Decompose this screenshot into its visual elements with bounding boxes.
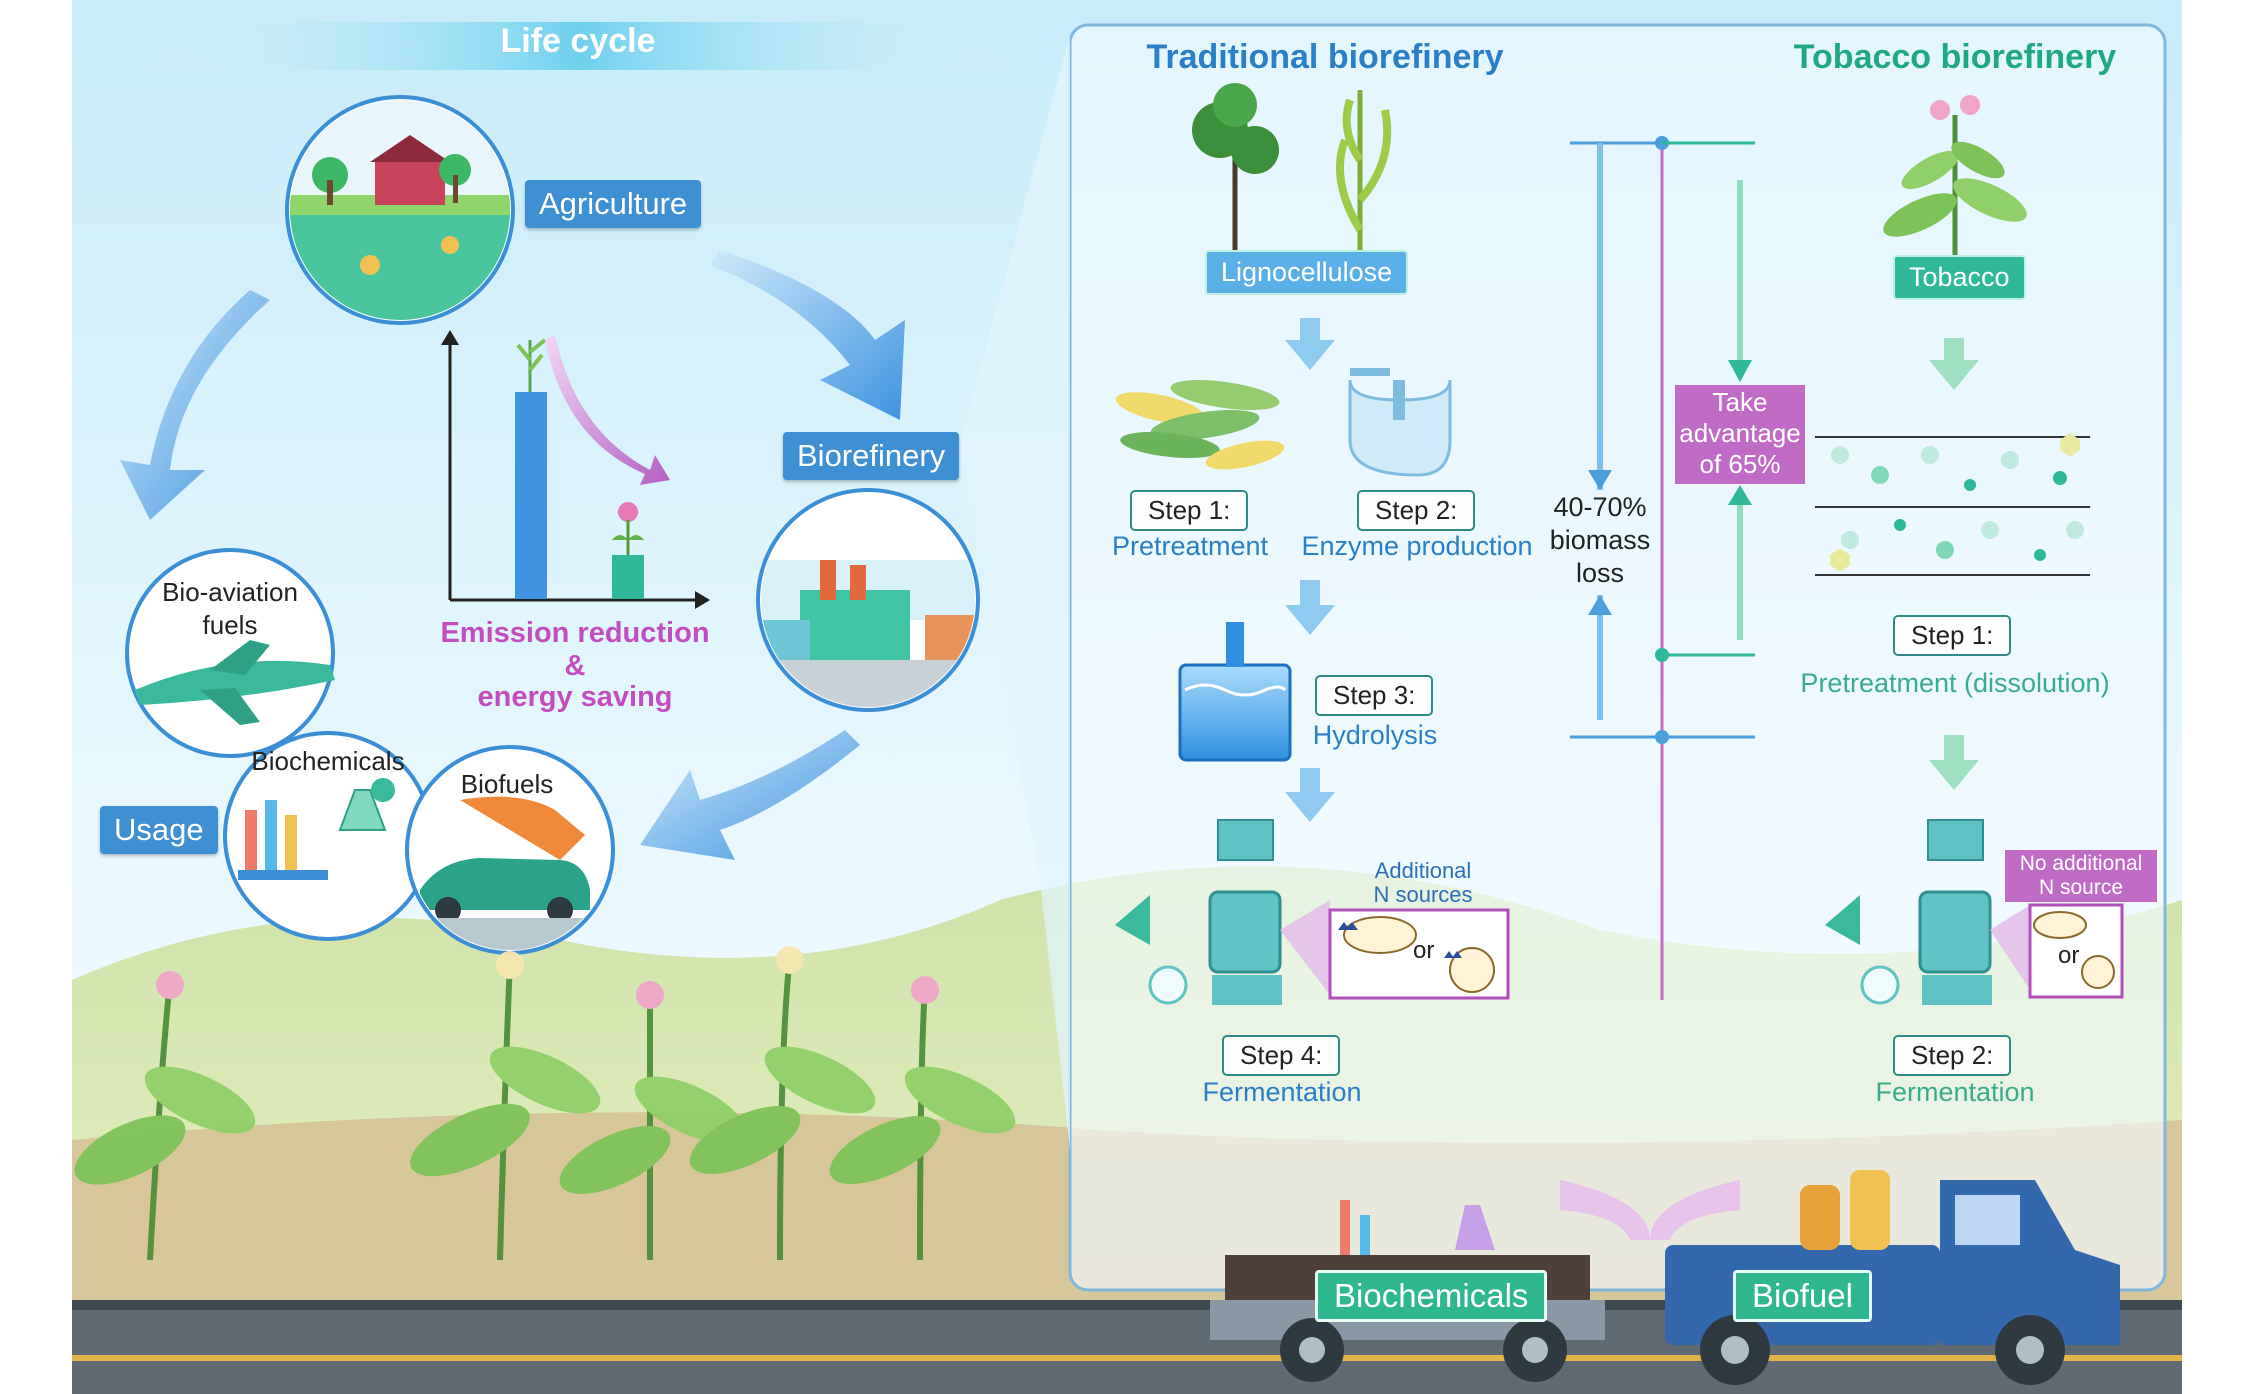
dissolution-particles-icon	[1815, 433, 2090, 576]
loss-text-line2: biomass	[1549, 525, 1651, 555]
lignocellulose-plants-icon	[1192, 83, 1392, 250]
biochemicals-truck-tag: Biochemicals	[1315, 1270, 1548, 1322]
hydrolysis-tank-icon	[1178, 622, 1292, 762]
tob-or-text: or	[2058, 942, 2080, 969]
trad-step3-name: Hydrolysis	[1312, 720, 1438, 750]
emission-text-line2: &	[564, 650, 586, 682]
comparison-brackets	[1570, 136, 1755, 1000]
biorefinery-factory-icon	[756, 488, 980, 712]
trad-step1-badge: Step 1:	[1130, 490, 1249, 531]
emission-text-line1: Emission reduction	[440, 617, 710, 649]
biorefinery-tag: Biorefinery	[783, 432, 960, 480]
advantage-box: Take advantage of 65%	[1675, 385, 1805, 484]
fermenter-traditional-icon	[1115, 819, 1510, 1005]
tob-step1-name: Pretreatment (dissolution)	[1800, 668, 2110, 698]
emission-text-line3: energy saving	[477, 681, 673, 713]
additional-n-line1: Additional	[1374, 858, 1472, 883]
biofuels-label: Biofuels	[460, 769, 554, 799]
tobacco-field-plants	[74, 946, 1016, 1261]
trad-step2-name: Enzyme production	[1301, 531, 1533, 561]
tobacco-title: Tobacco biorefinery	[1793, 38, 2117, 76]
bio-aviation-label-line2: fuels	[202, 610, 258, 640]
advantage-line2: advantage	[1679, 418, 1801, 449]
trad-step2-badge: Step 2:	[1357, 490, 1476, 531]
no-n-line2: N source	[2038, 876, 2124, 900]
traditional-title: Traditional biorefinery	[1146, 38, 1504, 76]
advantage-line3: of 65%	[1699, 449, 1781, 480]
biochemicals-label: Biochemicals	[251, 746, 405, 776]
lignocellulose-tag: Lignocellulose	[1205, 250, 1409, 295]
bio-aviation-icon	[125, 548, 335, 758]
tobacco-plant-icon	[1883, 95, 2027, 255]
additional-n-line2: N sources	[1373, 882, 1473, 907]
bio-aviation-label-line1: Bio-aviation	[162, 577, 298, 607]
no-n-source-box: No additional N source	[2005, 850, 2157, 902]
trad-step1-name: Pretreatment	[1111, 531, 1269, 561]
advantage-line1: Take	[1712, 387, 1768, 417]
usage-tag: Usage	[100, 806, 218, 854]
life-cycle-title: Life cycle	[500, 22, 656, 60]
fiber-pretreatment-icon	[1115, 380, 1285, 470]
tob-step2-badge: Step 2:	[1893, 1035, 2012, 1076]
trad-step4-badge: Step 4:	[1222, 1035, 1341, 1076]
flow-arrows-tobacco	[1929, 338, 1979, 790]
trad-step4-name: Fermentation	[1202, 1077, 1362, 1107]
trad-or-text: or	[1413, 937, 1435, 964]
tobacco-tag: Tobacco	[1893, 255, 2026, 300]
loss-text-line1: 40-70%	[1553, 492, 1647, 522]
emission-chart	[441, 330, 710, 609]
tob-step1-badge: Step 1:	[1893, 615, 2012, 656]
trad-step3-badge: Step 3:	[1315, 675, 1434, 716]
tob-step2-name: Fermentation	[1875, 1077, 2035, 1107]
enzyme-vessel-icon	[1348, 368, 1452, 477]
loss-text-line3: loss	[1575, 558, 1625, 588]
agriculture-tag: Agriculture	[525, 180, 702, 228]
fermenter-tobacco-icon	[1825, 819, 2124, 1005]
biofuel-truck-tag: Biofuel	[1733, 1270, 1872, 1322]
no-n-line1: No additional	[2019, 852, 2143, 875]
flow-arrows-traditional	[1285, 318, 1335, 822]
